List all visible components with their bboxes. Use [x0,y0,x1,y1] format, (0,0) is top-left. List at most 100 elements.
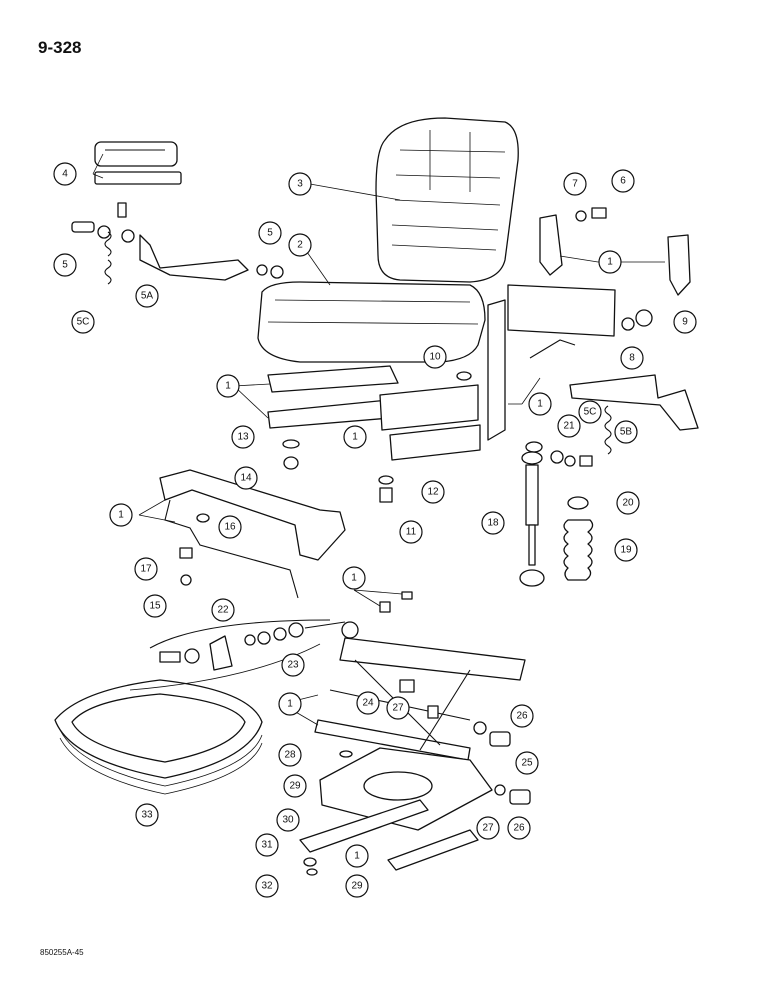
svg-text:6: 6 [620,176,626,187]
callout-24: 24 [356,691,380,715]
callout-1-pan: 1 [109,503,133,527]
svg-text:5: 5 [62,260,68,271]
seat-backrest [375,117,519,283]
callout-12: 12 [421,480,445,504]
svg-text:5C: 5C [77,317,90,328]
callout-4: 4 [53,162,77,186]
svg-text:17: 17 [140,564,152,575]
svg-text:29: 29 [289,781,301,792]
callout-5c-right: 5C [578,400,602,424]
seat-pan-frame [159,469,346,599]
callout-27-lower: 27 [476,816,500,840]
svg-text:3: 3 [297,179,303,190]
svg-text:32: 32 [261,881,273,892]
svg-text:29: 29 [351,881,363,892]
callout-9: 9 [673,310,697,334]
svg-text:15: 15 [149,601,161,612]
svg-text:22: 22 [217,605,229,616]
drawing-code: 850255A-45 [40,948,84,957]
svg-text:30: 30 [282,815,294,826]
callout-5c: 5C [71,310,95,334]
callout-28: 28 [278,743,302,767]
callout-8: 8 [620,346,644,370]
callout-27-upper: 27 [386,696,410,720]
callout-20: 20 [616,491,640,515]
svg-text:27: 27 [392,703,404,714]
svg-text:10: 10 [429,352,441,363]
page-number: 9-328 [38,38,82,57]
callout-18: 18 [481,511,505,535]
callout-1-bracket: 1 [598,250,622,274]
cushion-cover [54,679,263,795]
callout-33: 33 [135,803,159,827]
callout-17: 17 [134,557,158,581]
callout-1-scissor: 1 [278,692,302,716]
scissor-suspension [314,621,531,805]
svg-text:1: 1 [351,573,357,584]
callout-1-base: 1 [345,844,369,868]
shock-absorber [519,451,594,587]
callout-32: 32 [255,874,279,898]
svg-text:5A: 5A [141,291,154,302]
armrest-bracket [71,202,284,285]
svg-text:14: 14 [240,473,252,484]
svg-text:2: 2 [297,240,303,251]
callout-1-handle: 1 [342,566,366,590]
svg-text:23: 23 [287,660,299,671]
svg-text:27: 27 [482,823,494,834]
callout-6: 6 [611,169,635,193]
seat-back-bracket [487,207,691,441]
callout-2: 2 [288,233,312,257]
svg-text:28: 28 [284,750,296,761]
callout-26-lower: 26 [507,816,531,840]
callout-25: 25 [515,751,539,775]
svg-text:5: 5 [267,228,273,239]
svg-text:18: 18 [487,518,499,529]
callout-1-upright: 1 [528,392,552,416]
svg-text:1: 1 [354,851,360,862]
callout-16: 16 [218,515,242,539]
armrest-bracket-right [525,374,699,467]
svg-text:9: 9 [682,317,688,328]
svg-text:5B: 5B [620,427,633,438]
svg-text:21: 21 [563,421,575,432]
callout-15: 15 [143,594,167,618]
suspension-base [299,747,493,876]
callout-5: 5 [53,253,77,277]
svg-text:20: 20 [622,498,634,509]
svg-text:13: 13 [237,432,249,443]
svg-text:1: 1 [352,432,358,443]
callout-29-lower: 29 [345,874,369,898]
callout-5-nut: 5 [258,221,282,245]
svg-text:8: 8 [629,353,635,364]
callout-26-upper: 26 [510,704,534,728]
callout-5b: 5B [614,420,638,444]
callout-23: 23 [281,653,305,677]
svg-text:1: 1 [118,510,124,521]
callout-21: 21 [557,414,581,438]
svg-text:7: 7 [572,179,578,190]
callout-1-rail: 1 [216,374,240,398]
svg-text:11: 11 [406,527,417,538]
callout-11: 11 [399,520,423,544]
svg-text:24: 24 [362,698,374,709]
callout-29-upper: 29 [283,774,307,798]
svg-text:12: 12 [427,487,439,498]
svg-text:1: 1 [607,257,613,268]
callout-10: 10 [423,345,447,369]
callout-3: 3 [288,172,312,196]
callout-19: 19 [614,538,638,562]
callout-31: 31 [255,833,279,857]
seat-cushion [257,281,486,363]
svg-text:19: 19 [620,545,632,556]
callout-7: 7 [563,172,587,196]
callout-22: 22 [211,598,235,622]
svg-text:33: 33 [141,810,153,821]
svg-text:26: 26 [513,823,525,834]
callout-1-slide: 1 [343,425,367,449]
height-adjuster [149,591,413,671]
svg-text:4: 4 [62,169,68,180]
callout-14: 14 [234,466,258,490]
svg-text:1: 1 [287,699,293,710]
